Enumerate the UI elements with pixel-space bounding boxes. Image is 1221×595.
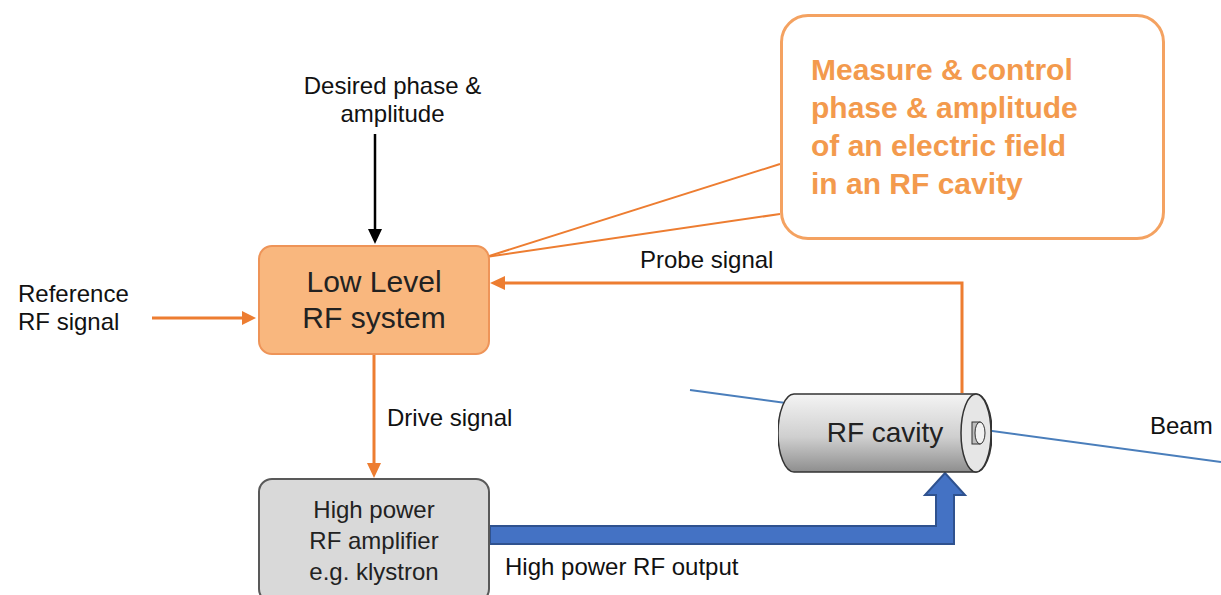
text-group: RF cavity	[810, 417, 960, 449]
signal-label: High power RF output	[505, 553, 738, 581]
signal-label: Drive signal	[387, 404, 512, 432]
connector-line	[505, 283, 962, 393]
text-group: High power RF amplifier e.g. klystron	[299, 494, 449, 587]
signal-label: Probe signal	[640, 246, 773, 274]
power-arrow	[490, 473, 965, 544]
power-connector	[490, 473, 965, 544]
node-text: Low Level RF system	[295, 264, 453, 336]
input-label: Desired phase & amplitude	[300, 72, 485, 128]
cavity-cylinder: RF cavity	[778, 393, 992, 473]
process-box: Low Level RF system	[258, 245, 490, 355]
node-text: Measure & control phase & amplitude of a…	[811, 51, 1093, 203]
probe-connector	[490, 276, 962, 393]
text-group: Measure & control phase & amplitude of a…	[811, 51, 1093, 203]
setpoint-wire	[374, 134, 377, 229]
arrow-head	[367, 463, 381, 478]
connector-line	[373, 355, 376, 463]
arrow-head	[242, 311, 256, 325]
text-group: Low Level RF system	[295, 264, 453, 336]
callout-box: Measure & control phase & amplitude of a…	[780, 14, 1165, 240]
drive-connector	[367, 355, 381, 478]
node-text: High power RF amplifier e.g. klystron	[299, 494, 449, 587]
arrow-head	[368, 229, 382, 244]
reference-wire	[152, 317, 242, 320]
input-label: Reference RF signal	[18, 280, 153, 336]
node-text: RF cavity	[810, 417, 960, 449]
callout-pointer	[486, 164, 780, 257]
beam-label: Beam	[1150, 412, 1216, 440]
beam-pipe	[975, 422, 985, 444]
cavity-body	[778, 394, 992, 472]
cavity-face	[961, 394, 991, 472]
arrow-head	[490, 276, 505, 290]
callout-leader	[486, 164, 780, 257]
amplifier-box: High power RF amplifier e.g. klystron	[258, 478, 490, 595]
